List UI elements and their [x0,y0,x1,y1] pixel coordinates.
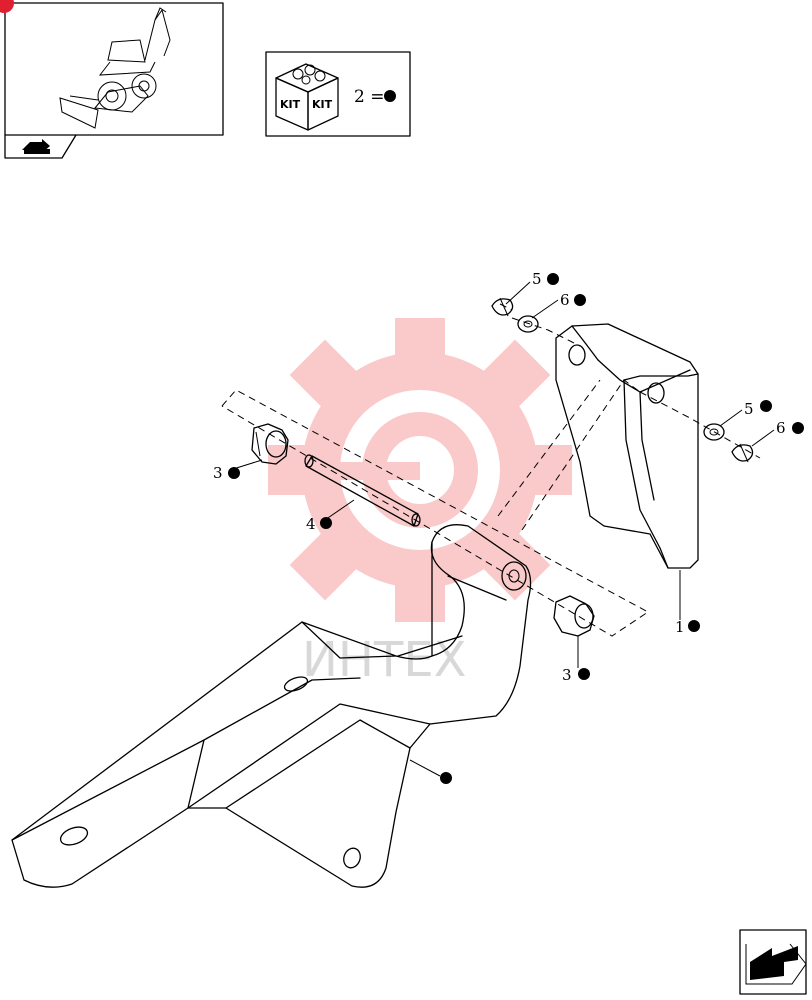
thumbnail-frame [0,0,224,159]
flat-washer-icon [517,315,539,333]
corner-dot [0,0,14,13]
callout-number: 3 [213,464,223,482]
arrow-next-icon[interactable] [739,929,807,995]
callout-3-bottom: 3 [562,636,590,684]
lock-washer-icon [491,297,514,317]
callout-number: 4 [306,515,316,533]
callout-dot [440,772,452,784]
callout-dot [688,620,700,632]
bushing-part-3-bottom [553,595,595,637]
pin-part-4 [304,454,421,527]
assembly-dashed-lines [221,303,761,637]
callout-number: 6 [560,291,570,309]
callout-dot [320,517,332,529]
callout-number: 5 [532,270,542,288]
kit-box-icon: KIT KIT [275,63,339,131]
callout-body [440,772,452,784]
arm-body [11,524,532,888]
lock-washer-right-icon [731,443,754,463]
kit-label-right: KIT [312,98,333,111]
callout-4: 4 [306,499,355,533]
callout-3-top: 3 [213,459,263,482]
bracket-part-1 [555,323,699,620]
callout-dot [760,400,772,412]
callout-dot [578,668,590,680]
kit-legend: KIT KIT 2 = [265,51,411,137]
callout-1: 1 [675,618,700,636]
callout-number: 3 [562,666,572,684]
bushing-part-3-top [251,423,289,465]
callout-5-top: 5 [505,270,559,305]
kit-legend-dot [384,90,396,102]
callout-dot [228,467,240,479]
callout-6-right: 6 [751,419,804,447]
callout-number: 1 [675,618,685,636]
callout-5-right: 5 [719,400,772,427]
kit-legend-text: 2 = [354,87,384,107]
callout-number: 5 [744,400,754,418]
callout-dot [547,273,559,285]
watermark [268,318,572,622]
callout-dot [574,294,586,306]
callout-6-top: 6 [531,291,586,319]
backhoe-loader-icon [59,7,171,129]
callout-dot [792,422,804,434]
watermark-gear-icon [268,318,572,622]
callout-number: 6 [776,419,786,437]
flat-washer-right-icon [703,423,725,441]
arrow-return-icon[interactable] [20,139,56,155]
kit-label-left: KIT [280,98,301,111]
